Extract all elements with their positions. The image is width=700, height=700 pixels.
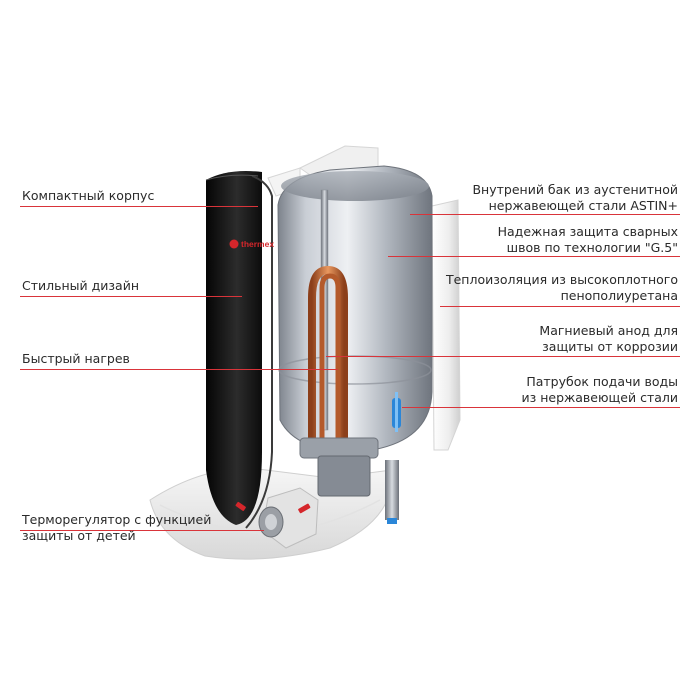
label-water-inlet: Патрубок подачи воды из нержавеющей стал… bbox=[521, 374, 678, 405]
leader-line-water-inlet bbox=[402, 407, 680, 408]
heating-element bbox=[308, 265, 348, 444]
front-casing: thermex bbox=[205, 171, 274, 529]
brand-logo-emblem bbox=[229, 239, 239, 249]
label-weld-protection: Надежная защита сварных швов по технолог… bbox=[497, 224, 678, 255]
label-compact-body: Компактный корпус bbox=[22, 188, 155, 203]
brand-logo: thermex bbox=[241, 239, 274, 249]
label-fast-heating: Быстрый нагрев bbox=[22, 351, 130, 366]
leader-line-fast-heating bbox=[20, 369, 338, 370]
label-insulation: Теплоизоляция из высокоплотного пенополи… bbox=[445, 272, 678, 303]
label-inner-tank: Внутрений бак из аустенитной нержавеющей… bbox=[472, 182, 678, 213]
thermostat-indicator bbox=[298, 503, 311, 514]
leader-line-thermostat bbox=[20, 530, 264, 531]
leader-line-inner-tank bbox=[410, 214, 680, 215]
leader-line-stylish-design bbox=[20, 296, 242, 297]
indicator-lamp bbox=[235, 501, 246, 511]
label-magnesium-anode: Магниевый анод для защиты от коррозии bbox=[539, 323, 678, 354]
leader-line-insulation bbox=[440, 306, 680, 307]
leader-line-compact-body bbox=[20, 206, 258, 207]
leader-line-weld-protection bbox=[388, 256, 680, 257]
label-stylish-design: Стильный дизайн bbox=[22, 278, 139, 293]
thermostat-knob bbox=[258, 487, 319, 549]
leader-line-magnesium-anode bbox=[326, 356, 680, 357]
label-thermostat: Терморегулятор с функцией защиты от дете… bbox=[22, 512, 212, 543]
inner-tank bbox=[277, 165, 433, 453]
heater-flange bbox=[299, 437, 399, 524]
